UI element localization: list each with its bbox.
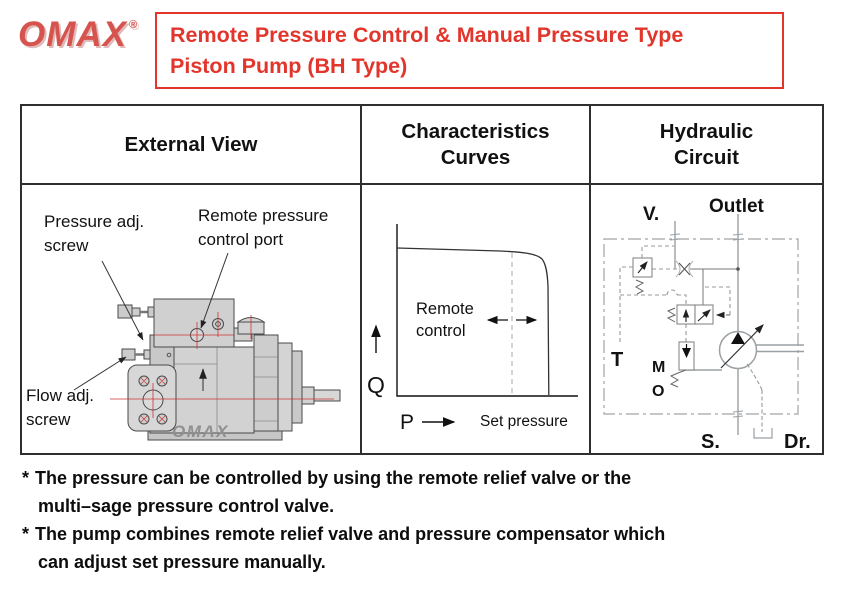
label-pressure-adj-line2: screw — [44, 236, 89, 255]
variable-pump-symbol — [718, 324, 764, 370]
junction-dot — [736, 267, 740, 271]
registered-mark: ® — [129, 19, 139, 31]
label-o: O — [652, 383, 664, 400]
header-hydraulic-label-line2: Circuit — [674, 145, 739, 169]
header-external-view-label: External View — [124, 132, 258, 156]
omax-logo-text: OMAX — [18, 15, 127, 54]
pressure-compensator-symbol — [669, 341, 695, 388]
drain-line — [746, 363, 773, 439]
spec-table-header-row: External View Characteristics Curves Hyd… — [22, 106, 822, 185]
tank-symbol — [753, 428, 773, 439]
mount-flange — [127, 364, 177, 432]
label-m: M — [652, 359, 665, 376]
header-characteristics-curves: Characteristics Curves — [362, 106, 591, 183]
remote-relief-valve-symbol — [632, 257, 653, 295]
header-characteristics-label-line2: Curves — [440, 145, 511, 169]
port-label-t: T — [611, 349, 623, 371]
port-label-outlet: Outlet — [709, 196, 765, 217]
footnotes: *The pressure can be controlled by using… — [22, 464, 828, 576]
throttle-symbol — [675, 260, 694, 278]
label-flow-adj-line2: screw — [26, 410, 71, 429]
page-title-line1: Remote Pressure Control & Manual Pressur… — [170, 22, 684, 47]
note-marker: * — [22, 468, 30, 488]
omax-logo: OMAX® — [18, 15, 138, 55]
pq-axes — [396, 224, 578, 397]
header-hydraulic-label-line1: Hydraulic — [659, 119, 754, 143]
y-axis-label: Q — [367, 372, 385, 398]
pump-shaft — [301, 386, 341, 405]
cell-external-view: OMAX Pressure adj. screw Remote pressure… — [22, 185, 362, 454]
note-marker: * — [22, 524, 30, 544]
label-remote-port-line2: control port — [198, 230, 283, 249]
leader-lines — [73, 252, 229, 391]
x-axis-label: P — [400, 411, 414, 434]
label-flow-adj-line1: Flow adj. — [26, 386, 94, 405]
pq-curve — [396, 247, 550, 396]
header-characteristics-label-line1: Characteristics — [401, 119, 550, 143]
cell-hydraulic-circuit: V. Outlet T M O S. Dr. — [591, 185, 826, 454]
port-label-s: S. — [701, 431, 720, 453]
pump-enclosure-boundary — [603, 238, 799, 415]
note-text-line2: multi–sage pressure control valve. — [38, 496, 335, 516]
label-remote-port-line1: Remote pressure — [198, 206, 328, 225]
label-pressure-adj-line1: Pressure adj. — [44, 212, 144, 231]
pilot-lines — [619, 245, 731, 345]
note-text-line2: can adjust set pressure manually. — [38, 552, 326, 572]
note-item: *The pressure can be controlled by using… — [22, 464, 828, 520]
header-external-view: External View — [22, 106, 362, 183]
pump-body — [117, 298, 341, 441]
hydraulic-circuit-diagram: V. Outlet T M O S. Dr. — [603, 196, 811, 453]
main-lines — [669, 214, 804, 435]
pq-chart: Remote control Q P Set pressure — [367, 224, 578, 434]
spec-table: External View Characteristics Curves Hyd… — [20, 104, 824, 455]
flow-adj-screw-part — [121, 348, 151, 361]
page-title: Remote Pressure Control & Manual Pressur… — [155, 12, 784, 89]
port-label-v: V. — [643, 204, 659, 225]
spec-table-body-row: OMAX Pressure adj. screw Remote pressure… — [22, 185, 822, 454]
port-label-dr: Dr. — [784, 431, 811, 453]
note-item: *The pump combines remote relief valve a… — [22, 520, 828, 576]
cell-characteristics-curves: Remote control Q P Set pressure — [362, 185, 591, 454]
set-pressure-label: Set pressure — [480, 413, 568, 430]
annotation-remote-line1: Remote — [416, 300, 474, 318]
header-hydraulic-circuit: Hydraulic Circuit — [591, 106, 822, 183]
directional-valve-symbol — [666, 304, 730, 325]
note-text-line1: The pressure can be controlled by using … — [35, 468, 632, 488]
omax-watermark: OMAX — [172, 422, 229, 441]
pressure-adj-screw-part — [117, 304, 155, 319]
page-title-line2: Piston Pump (BH Type) — [170, 53, 408, 78]
centerlines — [110, 312, 334, 423]
annotation-remote-line2: control — [416, 322, 466, 340]
note-text-line1: The pump combines remote relief valve an… — [35, 524, 666, 544]
pump-external-drawing: OMAX Pressure adj. screw Remote pressure… — [26, 206, 341, 441]
